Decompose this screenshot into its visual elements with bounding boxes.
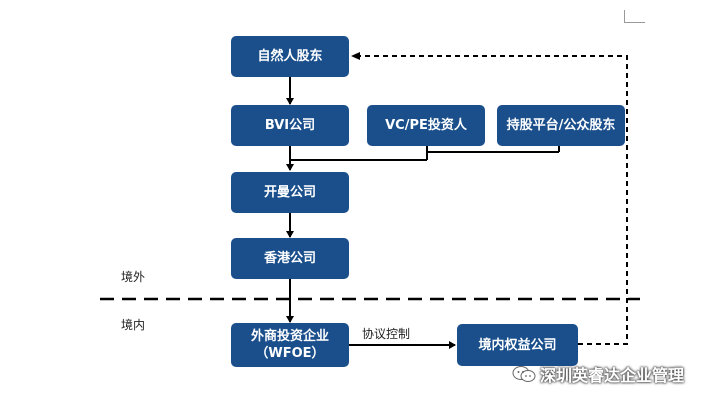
onshore-label: 境内 bbox=[121, 318, 146, 332]
node-hongkong-company-label: 香港公司 bbox=[263, 251, 316, 266]
node-vc-pe-investor-label: VC/PE投资人 bbox=[385, 118, 467, 133]
node-wfoe-label-line1: 外商投资企业 bbox=[250, 329, 329, 344]
node-cayman-company-label: 开曼公司 bbox=[263, 185, 316, 200]
node-domestic-equity-company-label: 境内权益公司 bbox=[478, 337, 557, 353]
node-cayman-company: 开曼公司 bbox=[231, 172, 349, 213]
node-bvi-company: BVI公司 bbox=[231, 105, 349, 146]
node-domestic-equity-company: 境内权益公司 bbox=[457, 324, 578, 366]
node-esop-public-shareholder: 持股平台/公众股东 bbox=[497, 105, 625, 146]
dashed-loop-arrowhead bbox=[351, 52, 360, 60]
node-bvi-company-label: BVI公司 bbox=[264, 118, 316, 133]
watermark: 深圳英睿达企业管理 bbox=[512, 362, 684, 386]
node-wfoe-label-line2: （WFOE） bbox=[255, 346, 325, 361]
corner-mark bbox=[624, 10, 645, 23]
dashed-control-loop bbox=[360, 55, 628, 345]
node-hongkong-company: 香港公司 bbox=[231, 238, 349, 279]
node-esop-label: 持股平台/公众股东 bbox=[506, 118, 616, 133]
wechat-icon bbox=[512, 365, 536, 383]
agreement-control-label: 协议控制 bbox=[362, 327, 411, 341]
offshore-label: 境外 bbox=[121, 270, 146, 284]
node-wfoe: 外商投资企业 （WFOE） bbox=[231, 323, 349, 367]
node-natural-shareholder-label: 自然人股东 bbox=[257, 49, 323, 64]
watermark-text: 深圳英睿达企业管理 bbox=[540, 366, 685, 385]
node-vc-pe-investor: VC/PE投资人 bbox=[367, 105, 485, 146]
node-natural-shareholder: 自然人股东 bbox=[231, 36, 349, 77]
